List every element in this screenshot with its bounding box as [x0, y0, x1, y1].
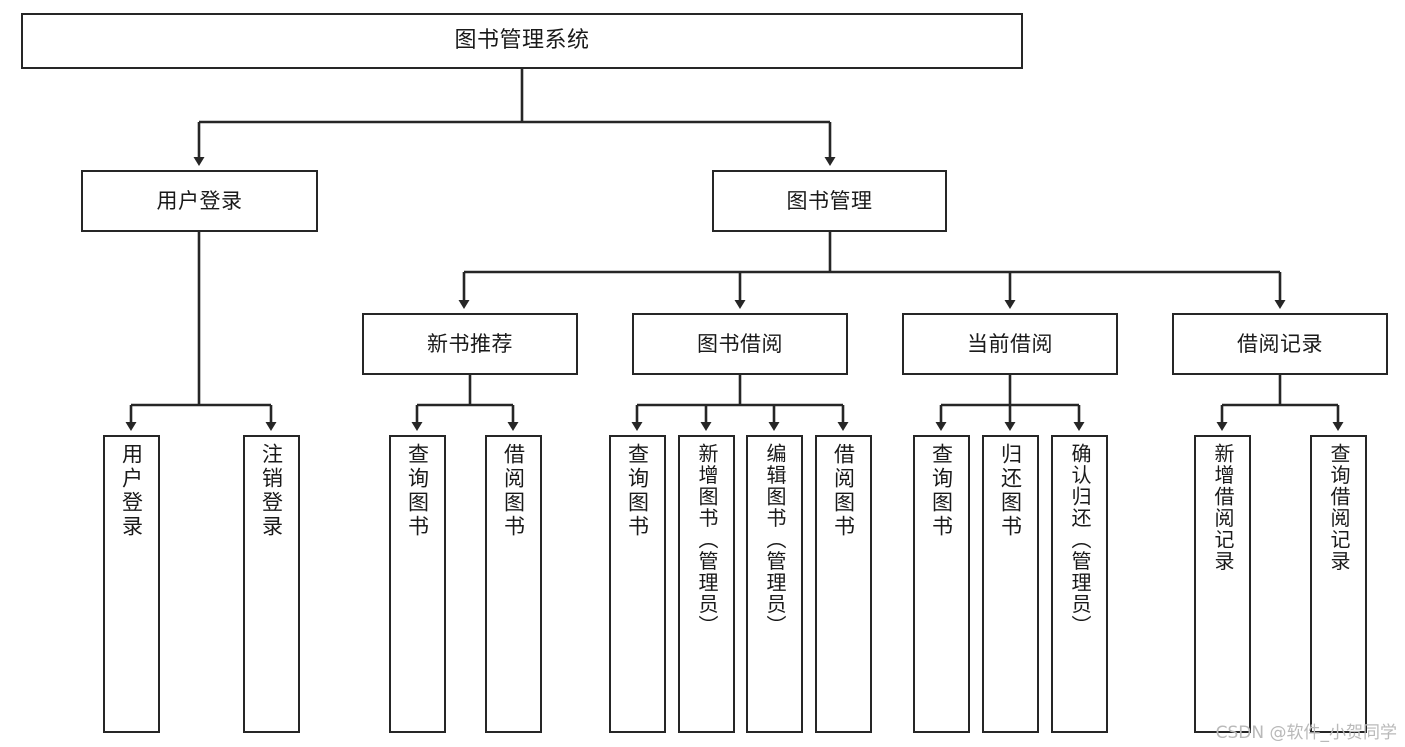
leaf-borrow-borrow-book[interactable]: 借阅图书: [815, 435, 872, 733]
node-borrow-record[interactable]: 借阅记录: [1172, 313, 1388, 375]
node-root-label: 图书管理系统: [454, 28, 590, 54]
leaf-borrow-add-book-admin[interactable]: 新增图书（管理员）: [678, 435, 735, 733]
node-current-borrow-label: 当前借阅: [967, 331, 1053, 356]
leaf-current-query-book[interactable]: 查询图书: [913, 435, 970, 733]
node-borrow-record-label: 借阅记录: [1237, 331, 1323, 356]
node-root[interactable]: 图书管理系统: [21, 13, 1023, 69]
leaf-newbook-query-book[interactable]: 查询图书: [389, 435, 446, 733]
node-user-login-label: 用户登录: [156, 188, 243, 213]
leaf-borrow-add-book-admin-label: 新增图书（管理员）: [695, 443, 719, 637]
node-new-book-recommend-label: 新书推荐: [427, 331, 513, 356]
leaf-borrow-borrow-book-label: 借阅图书: [831, 443, 856, 539]
leaf-record-add-record-label: 新增借阅记录: [1211, 443, 1235, 572]
leaf-record-query-record[interactable]: 查询借阅记录: [1310, 435, 1367, 733]
leaf-user-login-label: 用户登录: [119, 443, 144, 539]
leaf-record-query-record-label: 查询借阅记录: [1327, 443, 1351, 572]
leaf-current-confirm-return-admin[interactable]: 确认归还（管理员）: [1051, 435, 1108, 733]
node-current-borrow[interactable]: 当前借阅: [902, 313, 1118, 375]
leaf-record-add-record[interactable]: 新增借阅记录: [1194, 435, 1251, 733]
leaf-user-login[interactable]: 用户登录: [103, 435, 160, 733]
node-new-book-recommend[interactable]: 新书推荐: [362, 313, 578, 375]
leaf-logout[interactable]: 注销登录: [243, 435, 300, 733]
leaf-borrow-edit-book-admin[interactable]: 编辑图书（管理员）: [746, 435, 803, 733]
node-book-management[interactable]: 图书管理: [712, 170, 947, 232]
leaf-newbook-query-book-label: 查询图书: [405, 443, 430, 539]
csdn-watermark: CSDN @软件_小贺同学: [1215, 723, 1397, 743]
leaf-logout-label: 注销登录: [259, 443, 284, 539]
leaf-current-confirm-return-admin-label: 确认归还（管理员）: [1068, 443, 1092, 637]
node-book-management-label: 图书管理: [786, 188, 873, 213]
leaf-current-return-book-label: 归还图书: [998, 443, 1023, 539]
leaf-borrow-edit-book-admin-label: 编辑图书（管理员）: [763, 443, 787, 637]
leaf-borrow-query-book-label: 查询图书: [625, 443, 650, 539]
leaf-newbook-borrow-book-label: 借阅图书: [501, 443, 526, 539]
leaf-current-return-book[interactable]: 归还图书: [982, 435, 1039, 733]
leaf-current-query-book-label: 查询图书: [929, 443, 954, 539]
node-user-login[interactable]: 用户登录: [81, 170, 318, 232]
node-book-borrow[interactable]: 图书借阅: [632, 313, 848, 375]
leaf-newbook-borrow-book[interactable]: 借阅图书: [485, 435, 542, 733]
node-book-borrow-label: 图书借阅: [697, 331, 783, 356]
leaf-borrow-query-book[interactable]: 查询图书: [609, 435, 666, 733]
